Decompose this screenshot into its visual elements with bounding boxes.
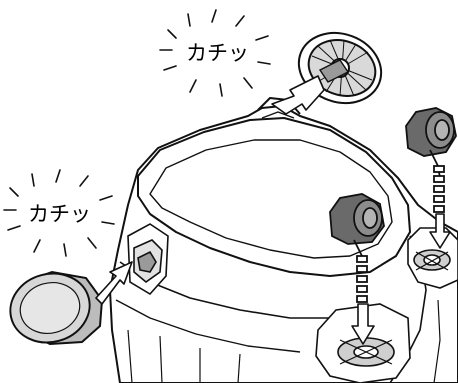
click-burst-left: カチッ [4,170,114,256]
click-label-left: カチッ [28,202,91,226]
rear-wheel-left [3,265,102,351]
click-label-top: カチッ [186,41,249,65]
caster-right [406,108,456,212]
click-burst-top: カチッ [160,10,270,96]
arrow-top [272,76,324,114]
